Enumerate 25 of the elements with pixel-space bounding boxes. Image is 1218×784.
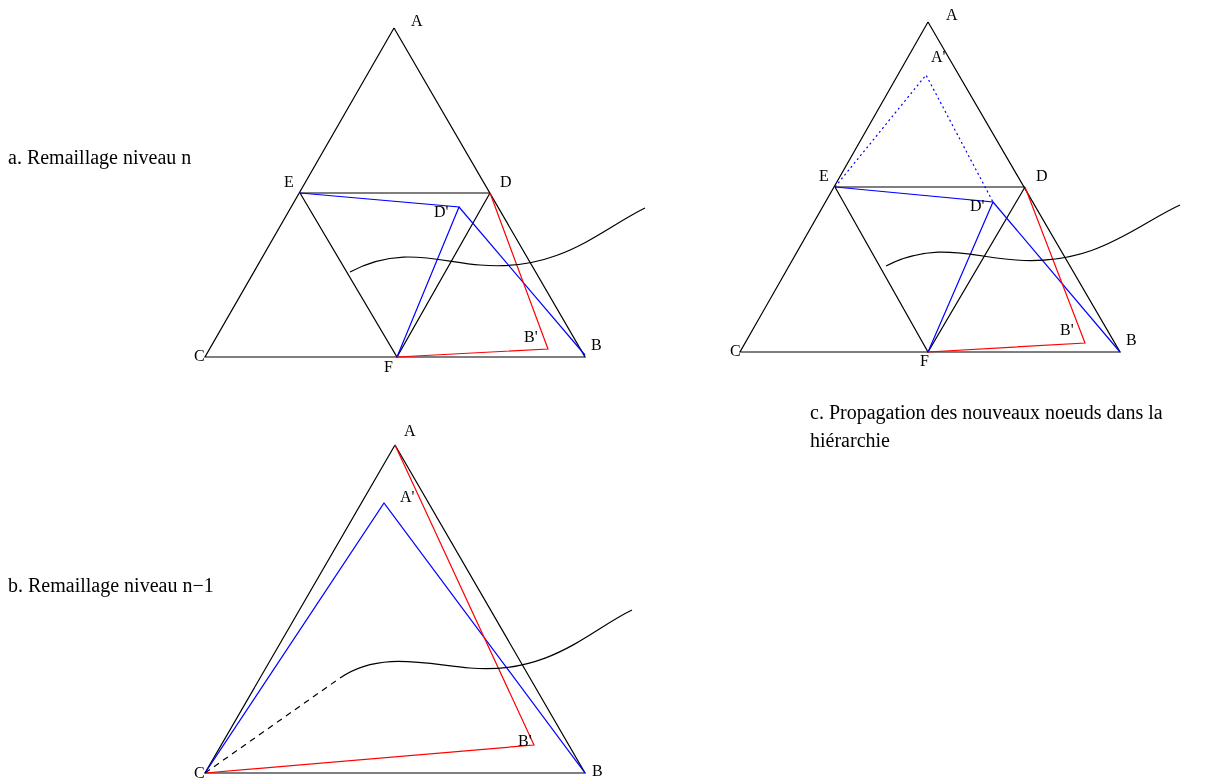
- point-label: B: [592, 762, 603, 780]
- point-label: B: [591, 336, 602, 354]
- point-label: D': [434, 203, 449, 221]
- point-label: B: [1126, 331, 1137, 349]
- point-label: A': [400, 488, 415, 506]
- point-label: C: [194, 764, 205, 782]
- panel-caption: a. Remaillage niveau n: [8, 145, 192, 171]
- point-label: D: [1036, 167, 1048, 185]
- point-label: F: [384, 358, 393, 376]
- panel-caption: b. Remaillage niveau n−1: [8, 573, 214, 599]
- point-label: A: [411, 12, 423, 30]
- point-label: B': [518, 732, 532, 750]
- panel-caption: c. Propagation des nouveaux noeuds dans la hiérarchie: [810, 400, 1164, 453]
- point-label: F: [920, 352, 929, 370]
- point-label: C: [194, 347, 205, 365]
- point-label: A': [931, 48, 946, 66]
- point-label: B': [1060, 321, 1074, 339]
- point-label: A: [404, 422, 416, 440]
- point-label: E: [819, 167, 829, 185]
- point-label: C: [730, 342, 741, 360]
- point-label: A: [946, 6, 958, 24]
- point-label: B': [524, 328, 538, 346]
- point-label: D: [500, 173, 512, 191]
- point-label: E: [284, 173, 294, 191]
- point-label: D': [970, 197, 985, 215]
